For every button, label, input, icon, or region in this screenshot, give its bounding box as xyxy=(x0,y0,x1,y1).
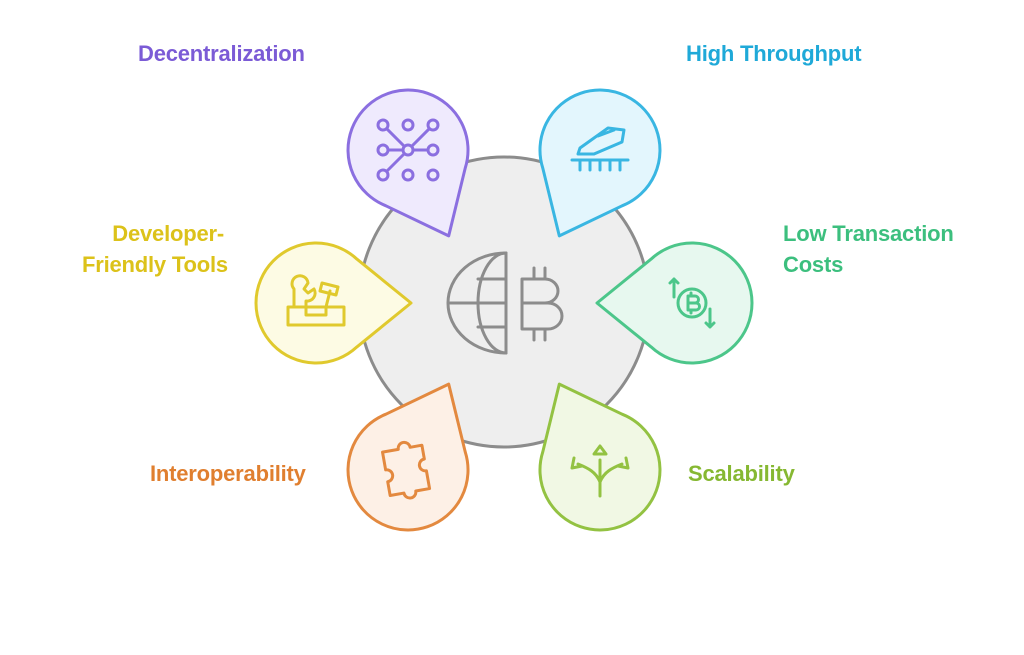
label-line: Developer- xyxy=(112,221,224,246)
feature-nodes xyxy=(254,88,754,532)
label-line: Interoperability xyxy=(150,461,306,486)
globe-bitcoin-icon xyxy=(446,251,564,355)
node-interoperability xyxy=(346,382,470,532)
label-decentralization: Decentralization xyxy=(138,38,305,69)
node-low-transaction-costs xyxy=(595,241,754,365)
label-low-transaction-costs: Low Transaction Costs xyxy=(783,218,954,280)
node-scalability xyxy=(538,382,662,532)
node-developer-friendly-tools xyxy=(254,241,413,365)
bitcoin-exchange-icon xyxy=(668,277,716,329)
teardrop-shape xyxy=(346,382,470,532)
teardrop-shape xyxy=(595,241,754,365)
toolbox-icon xyxy=(286,274,346,327)
node-decentralization xyxy=(346,88,470,238)
label-line: Costs xyxy=(783,252,844,277)
label-line: Low Transaction xyxy=(783,221,954,246)
label-interoperability: Interoperability xyxy=(150,458,306,489)
puzzle-piece-icon xyxy=(381,440,432,500)
label-high-throughput: High Throughput xyxy=(686,38,862,69)
teardrop-shape xyxy=(346,88,470,238)
teardrop-shape xyxy=(538,382,662,532)
teardrop-shape xyxy=(254,241,413,365)
bullet-train-icon xyxy=(570,126,630,172)
label-line: Scalability xyxy=(688,461,795,486)
label-developer-friendly-tools: Developer- Friendly Tools xyxy=(82,218,228,280)
label-line: Decentralization xyxy=(138,41,305,66)
label-scalability: Scalability xyxy=(688,458,795,489)
network-nodes-icon xyxy=(376,118,440,182)
label-line: Friendly Tools xyxy=(82,252,228,277)
branching-arrows-icon xyxy=(570,444,630,498)
node-high-throughput xyxy=(538,88,662,238)
label-line: High Throughput xyxy=(686,41,862,66)
